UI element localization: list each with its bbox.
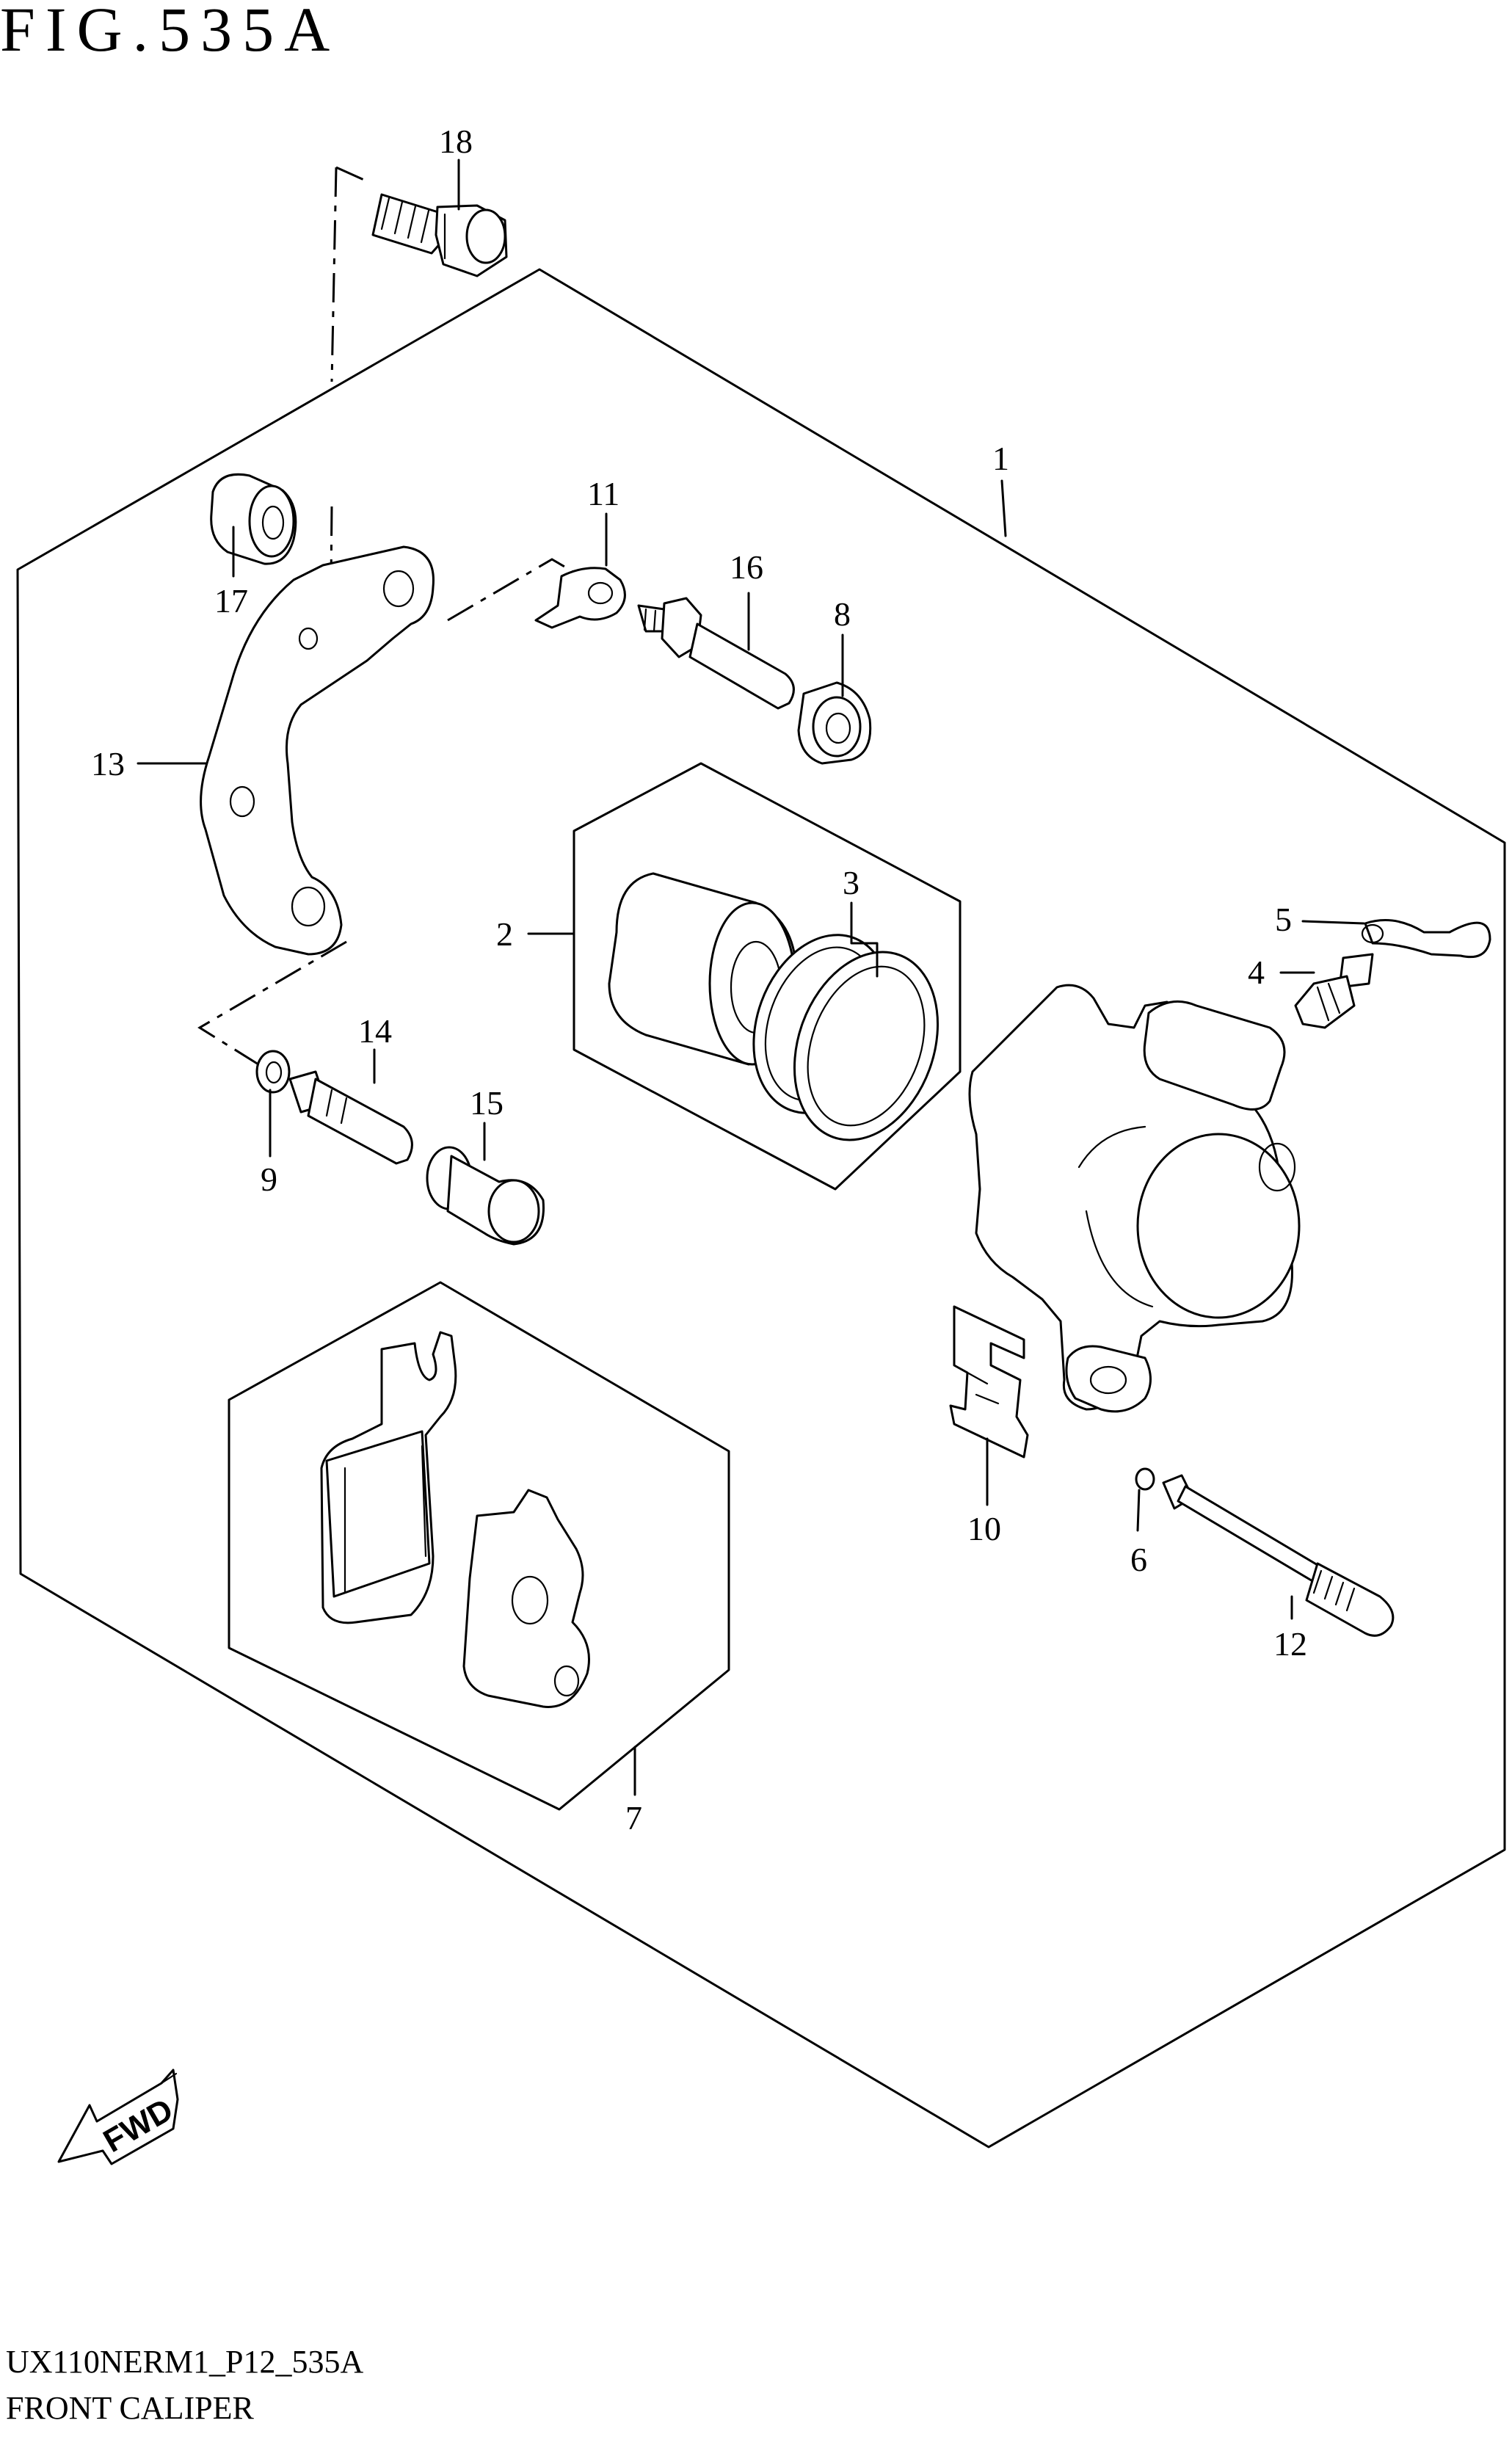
flange-bolt-part-18: [371, 193, 508, 277]
callout-11: 11: [587, 475, 619, 512]
pad-group-outline: [228, 1281, 730, 1811]
figure-title: FIG.535A: [0, 0, 341, 65]
bleeder-cap-part-5: [1361, 919, 1491, 959]
caliper-bracket-part-13: [200, 545, 435, 956]
pad-spring-part-10: [949, 1305, 1029, 1459]
callout-1: 1: [992, 440, 1009, 477]
callout-2: 2: [496, 915, 513, 953]
diagram-code: UX110NERM1_P12_535A: [6, 2344, 364, 2380]
callout-18: 18: [439, 123, 473, 160]
guide-line-pin-lower: [197, 940, 347, 1069]
callout-6: 6: [1130, 1541, 1147, 1578]
callout-13: 13: [91, 745, 125, 782]
callout-3: 3: [843, 864, 859, 901]
callout-14: 14: [358, 1012, 392, 1050]
washer-part-9: [255, 1050, 291, 1094]
callout-numbers: 1 2 3 4 5 6 7 8 9 10 11 12 13 14 15 16 1…: [91, 123, 1307, 1837]
piston-group-outline: [573, 762, 962, 1191]
assembly-outline: [16, 268, 1506, 2149]
callout-10: 10: [967, 1510, 1001, 1547]
callout-7: 7: [625, 1799, 642, 1837]
callout-12: 12: [1273, 1625, 1307, 1663]
callout-8: 8: [834, 595, 851, 633]
callout-5: 5: [1275, 901, 1292, 938]
callout-9: 9: [261, 1161, 277, 1198]
pin-boot-part-15: [426, 1146, 545, 1246]
callout-15: 15: [470, 1084, 504, 1122]
bleeder-screw-part-4: [1294, 953, 1374, 1029]
forward-direction-badge: FWD: [57, 2069, 179, 2165]
caliper-pin-part-12: [1162, 1474, 1395, 1637]
callout-4: 4: [1248, 954, 1265, 991]
section-name: FRONT CALIPER: [6, 2390, 254, 2426]
brake-pads-part-7: [320, 1331, 590, 1708]
callout-16: 16: [730, 548, 763, 586]
callout-17: 17: [214, 582, 248, 620]
slide-pin-part-16: [637, 597, 795, 710]
collar-part-17: [210, 473, 297, 565]
leader-lines: [137, 159, 1365, 1796]
seal-bracket-line: [850, 916, 879, 978]
washer-part-6: [1135, 1467, 1155, 1491]
caliper-body: [968, 984, 1301, 1413]
seal-rings-part-3: [752, 934, 939, 1141]
clip-part-11: [534, 567, 626, 629]
slide-pin-part-14: [288, 1070, 413, 1165]
boot-part-8: [797, 681, 872, 765]
